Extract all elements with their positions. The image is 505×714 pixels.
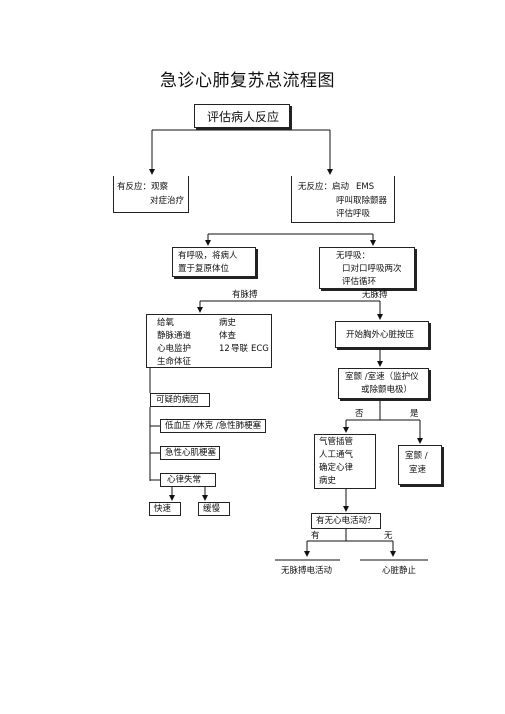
no-pulse-label: 无脉搏 [362, 290, 388, 300]
not-breathing-line3: 评估循环 [342, 277, 377, 287]
care-box: 给氧 静脉通道 心电监护 生命体征 病史 体查 12 导联 ECG [146, 314, 272, 368]
assess-response-text: 评估病人反应 [207, 110, 280, 124]
not-breathing-box: 无呼吸： 口对口呼吸两次 评估循环 [319, 247, 415, 289]
unresponsive-line1a: 无反应：启动 [298, 182, 350, 192]
cause-mi-box: 急性心肌梗塞 [160, 446, 220, 460]
vf-check-box: 室颤 /室速（监护仪 或除颤电极） [338, 368, 429, 399]
cause-arrhythmia-box: 心律失常 [160, 473, 216, 487]
care-oxygen: 给氧 [157, 318, 175, 328]
care-exam: 体查 [219, 331, 237, 341]
unresponsive-ems: EMS [356, 182, 375, 192]
vf-check-line2: 或除颤电极） [361, 385, 413, 395]
cpr-text: 开始胸外心脏按压 [346, 330, 415, 340]
has-pulse-label: 有脉搏 [232, 290, 258, 300]
assess-response-box: 评估病人反应 [194, 104, 290, 128]
vf-check-line1: 室颤 /室速（监护仪 [345, 372, 419, 382]
care-lead-text: 导联 [231, 344, 249, 354]
unresponsive-line2: 呼叫取除颤器 [336, 196, 388, 206]
cause-shock-box: 低血压 /休克 /急性肺梗塞 [160, 419, 266, 433]
care-ecg-text: ECG [251, 344, 269, 354]
cause-shock-text: 低血压 /休克 /急性肺梗塞 [165, 421, 262, 431]
responsive-box: 有反应：观察 对症治疗 [113, 176, 189, 213]
care-iv-access: 静脉通道 [157, 331, 192, 341]
cause-mi-text: 急性心肌梗塞 [165, 448, 217, 458]
fast-text: 快速 [154, 504, 172, 514]
none-label: 无 [384, 531, 393, 541]
pea-label: 无脉搏电活动 [281, 566, 333, 576]
responsive-line1: 有反应：观察 [117, 182, 169, 192]
vf-vt-box: 室颤 / 室速 [398, 445, 442, 485]
care-vital-signs: 生命体征 [157, 357, 192, 367]
fast-box: 快速 [149, 502, 181, 516]
asystole-label: 心脏静止 [382, 566, 417, 576]
airway-intubation: 气管插管 [319, 437, 354, 447]
slow-text: 缓慢 [203, 504, 221, 514]
airway-ventilation: 人工通气 [319, 450, 354, 460]
yes-label: 是 [410, 409, 419, 419]
electrical-activity-text: 有无心电活动？ [316, 516, 376, 526]
unresponsive-box: 无反应：启动 EMS 呼叫取除颤器 评估呼吸 [291, 176, 395, 223]
slow-box: 缓慢 [198, 502, 230, 516]
cpr-box: 开始胸外心脏按压 [335, 321, 429, 348]
care-ecg-monitor: 心电监护 [157, 344, 192, 354]
page-title: 急诊心肺复苏总流程图 [160, 71, 335, 91]
cause-arrhythmia-text: 心律失常 [167, 475, 202, 485]
vf-vt-line1: 室颤 / [405, 451, 428, 461]
electrical-activity-box: 有无心电活动？ [311, 513, 381, 529]
unresponsive-line3: 评估呼吸 [336, 209, 371, 219]
no-label: 否 [355, 409, 364, 419]
possible-causes-text: 可疑的病因 [156, 395, 199, 405]
airway-history: 病史 [319, 476, 337, 486]
breathing-box: 有呼吸，将病人 置于复原体位 [172, 247, 256, 277]
has-label: 有 [311, 531, 320, 541]
breathing-line1: 有呼吸，将病人 [178, 251, 238, 261]
airway-box: 气管插管 人工通气 确定心律 病史 [314, 434, 376, 489]
vf-vt-line2: 室速 [409, 465, 427, 475]
not-breathing-line1: 无呼吸： [336, 251, 371, 261]
responsive-line2: 对症治疗 [150, 196, 185, 206]
airway-rhythm: 确定心律 [319, 463, 354, 473]
care-12-number: 12 [219, 344, 230, 354]
not-breathing-line2: 口对口呼吸两次 [342, 264, 402, 274]
breathing-line2: 置于复原体位 [178, 264, 230, 274]
care-history: 病史 [219, 318, 237, 328]
possible-causes-box: 可疑的病因 [150, 393, 210, 407]
